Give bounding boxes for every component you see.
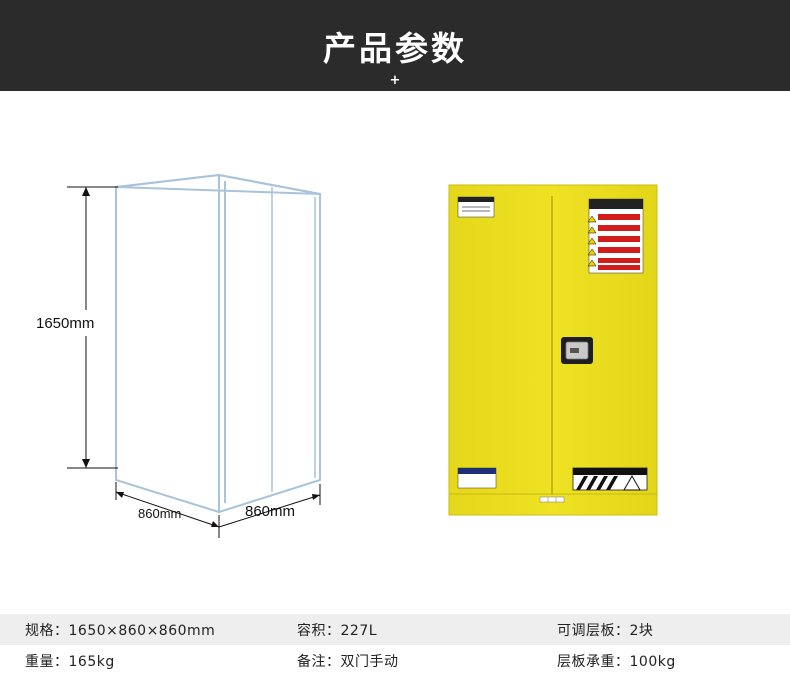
cabinet-photo	[448, 184, 658, 516]
spec-table: 规格：1650×860×860mm 容积：227L 可调层板：2块 重量：165…	[0, 614, 790, 676]
width-label: 860mm	[138, 506, 182, 521]
cabinet-top-edge	[115, 173, 321, 195]
height-dimension-line	[67, 186, 118, 469]
flame-warning-icon	[623, 474, 641, 491]
page-title: 产品参数	[323, 29, 467, 68]
spec-shelves: 可调层板：2块	[557, 623, 654, 639]
spec-row: 规格：1650×860×860mm 容积：227L 可调层板：2块	[0, 614, 790, 645]
spec-row: 重量：165kg 备注：双门手动 层板承重：100kg	[0, 645, 790, 676]
dimension-diagram	[67, 173, 321, 538]
spec-remark: 备注：双门手动	[297, 654, 399, 670]
depth-label: 860mm	[245, 503, 296, 520]
plus-icon: +	[389, 73, 401, 88]
cabinet-vent	[539, 496, 565, 503]
spec-weight: 重量：165kg	[25, 654, 115, 670]
spec-load: 层板承重：100kg	[557, 654, 676, 670]
height-label: 1650mm	[36, 315, 95, 332]
spec-volume: 容积：227L	[297, 623, 378, 639]
spec-size: 规格：1650×860×860mm	[25, 623, 216, 639]
header-banner: 产品参数 +	[0, 0, 790, 91]
depth-dimension-line	[218, 484, 321, 528]
cabinet-outline	[115, 173, 321, 514]
